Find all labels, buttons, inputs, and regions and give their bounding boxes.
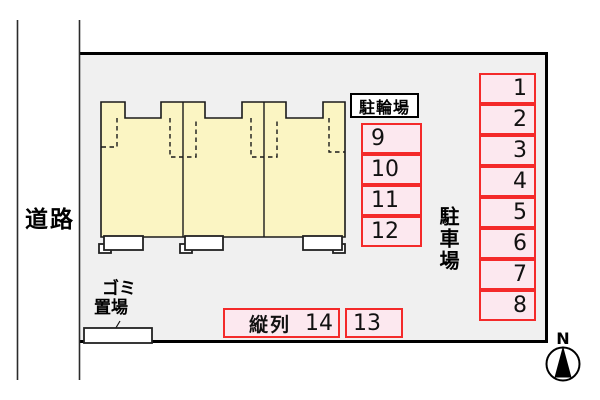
garbage-area-rect xyxy=(83,327,153,344)
balcony-overhang-dashes xyxy=(101,118,118,148)
parking-space-3: 3 xyxy=(479,135,536,166)
parking-space-5: 5 xyxy=(479,197,536,228)
parking-space-7: 7 xyxy=(479,259,536,290)
garbage-label-line2: 置場 xyxy=(94,298,128,319)
building-outline xyxy=(100,101,346,238)
parking-space-6: 6 xyxy=(479,228,536,259)
tandem-label: 縦列 xyxy=(249,313,292,336)
balcony-overhang-dashes xyxy=(328,118,345,153)
parking-space-2: 2 xyxy=(479,104,536,135)
parking-space-13: 13 xyxy=(345,308,403,338)
bicycle-space-9: 9 xyxy=(361,123,422,154)
tandem-number: 14 xyxy=(305,310,333,336)
balcony-overhang-dashes xyxy=(250,118,278,158)
entrance-porch xyxy=(103,235,144,251)
bicycle-space-10: 10 xyxy=(361,154,422,185)
entrance-porch xyxy=(302,235,343,251)
bicycle-space-12: 12 xyxy=(361,216,422,247)
bicycle-space-11: 11 xyxy=(361,185,422,216)
compass-needle-icon xyxy=(554,346,572,378)
tandem-parking-space-14: 縦列 14 xyxy=(223,308,340,338)
bicycle-parking-label: 駐輪場 xyxy=(350,93,419,118)
parking-space-8: 8 xyxy=(479,290,536,321)
garbage-area-label: ゴミ 置場 xyxy=(94,279,136,319)
road-label: 道路 xyxy=(25,207,75,233)
parking-space-4: 4 xyxy=(479,166,536,197)
entrance-porch xyxy=(184,235,224,251)
compass-north-label: N xyxy=(556,329,569,348)
balcony-overhang-dashes xyxy=(169,118,197,158)
parking-space-1: 1 xyxy=(479,73,536,104)
car-parking-label: 駐車場 xyxy=(436,206,460,272)
garbage-label-line1: ゴミ xyxy=(102,279,136,299)
